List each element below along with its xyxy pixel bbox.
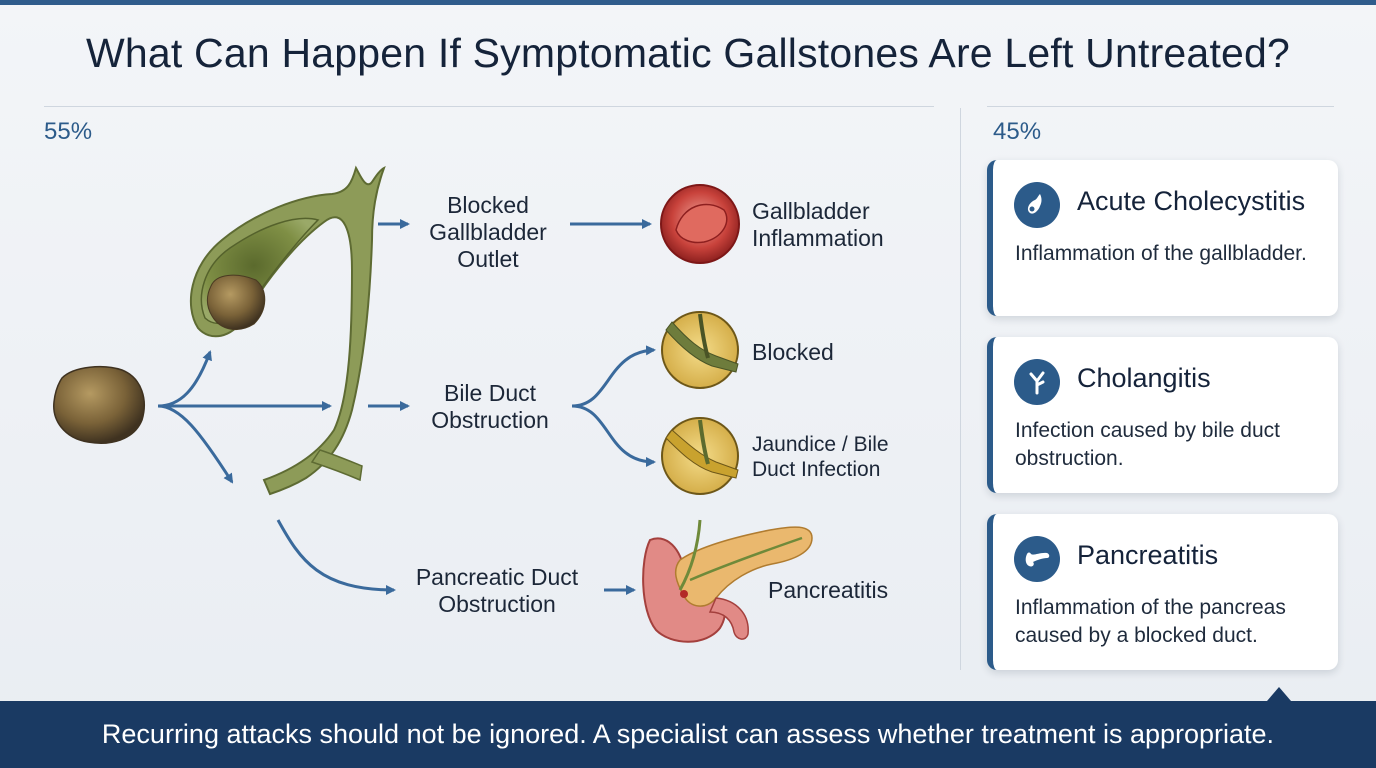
card-description: Infection caused by bile duct obstructio… (1015, 419, 1281, 470)
page-title: What Can Happen If Symptomatic Gallstone… (85, 30, 1291, 76)
card-title: Cholangitis (1077, 363, 1211, 393)
top-accent-bar (0, 0, 1376, 5)
pancreas-icon (1014, 536, 1060, 582)
jaundice-label: Jaundice / Bile Duct Infection (752, 433, 889, 481)
left-divider (44, 106, 934, 107)
gallstone-illustration (53, 365, 145, 444)
right-divider (987, 106, 1334, 107)
bile-duct-icon (1014, 359, 1060, 405)
card-pancreatitis: Pancreatitis Inflammation of the pancrea… (987, 514, 1338, 670)
gallbladder-inflammation-label: Gallbladder Inflammation (752, 198, 884, 251)
stone-branch-arrows (157, 219, 656, 595)
gallbladder-illustration (189, 165, 386, 496)
card-title: Acute Cholecystitis (1077, 186, 1306, 216)
card-title: Pancreatitis (1077, 540, 1219, 570)
card-acute-cholecystitis: Acute Cholecystitis Inflammation of the … (987, 160, 1338, 316)
left-percent: 55% (44, 118, 93, 145)
blocked-outlet-label: Blocked Gallbladder Outlet (429, 192, 547, 272)
footer-notch (1267, 687, 1291, 701)
gallbladder-icon (1014, 182, 1060, 228)
footer-banner: Recurring attacks should not be ignored.… (0, 701, 1376, 768)
complications-flow-diagram (53, 165, 813, 643)
column-divider (960, 108, 961, 670)
card-description: Inflammation of the gallbladder. (1015, 242, 1307, 265)
right-percent: 45% (993, 118, 1042, 145)
bile-duct-obstruction-label: Bile Duct Obstruction (431, 380, 549, 433)
card-cholangitis: Cholangitis Infection caused by bile duc… (987, 337, 1338, 493)
gallbladder-inflammation-illustration (660, 184, 740, 264)
pancreas-illustration (642, 519, 813, 643)
blocked-label: Blocked (752, 339, 834, 365)
card-description: Inflammation of the pancreas caused by a… (1015, 596, 1286, 647)
pancreatic-duct-obstruction-label: Pancreatic Duct Obstruction (415, 564, 579, 617)
pancreatitis-label: Pancreatitis (768, 577, 889, 603)
blocked-duct-illustration (661, 311, 739, 389)
jaundice-illustration (661, 417, 739, 495)
